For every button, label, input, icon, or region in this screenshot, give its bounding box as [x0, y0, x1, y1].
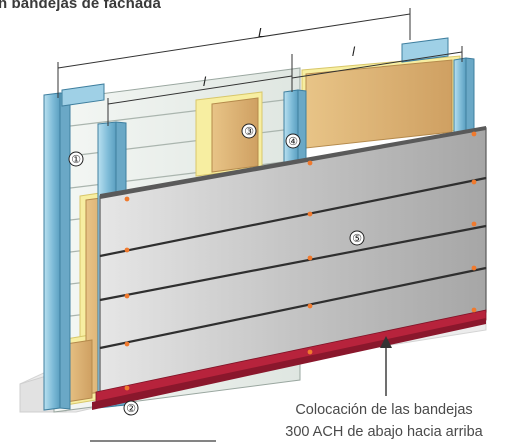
- dimension-label-l-right: l: [352, 44, 356, 59]
- fixing-screws: [124, 131, 477, 391]
- callout-3-label: ③: [244, 126, 254, 138]
- caption-line-2: 300 ACH de abajo hacia arriba: [285, 424, 483, 440]
- callout-4: ④: [285, 133, 301, 149]
- caption: Colocación de las bandejas 300 ACH de ab…: [262, 399, 506, 443]
- callout-2-label: ②: [126, 403, 136, 415]
- arrow-up-icon: [380, 336, 392, 396]
- callout-3: ③: [241, 123, 257, 139]
- callout-1: ①: [68, 151, 84, 167]
- dimension-lines: [57, 8, 463, 126]
- callout-5: ⑤: [349, 230, 365, 246]
- dimension-label-l-left: l: [203, 74, 207, 89]
- caption-line-1: Colocación de las bandejas: [295, 402, 473, 418]
- page-title: n bandejas de fachada: [0, 0, 161, 12]
- callout-5-label: ⑤: [352, 233, 362, 245]
- callout-2: ②: [123, 400, 139, 416]
- callout-4-label: ④: [288, 136, 298, 148]
- callout-1-label: ①: [71, 154, 81, 166]
- dimension-label-L: L: [258, 25, 265, 40]
